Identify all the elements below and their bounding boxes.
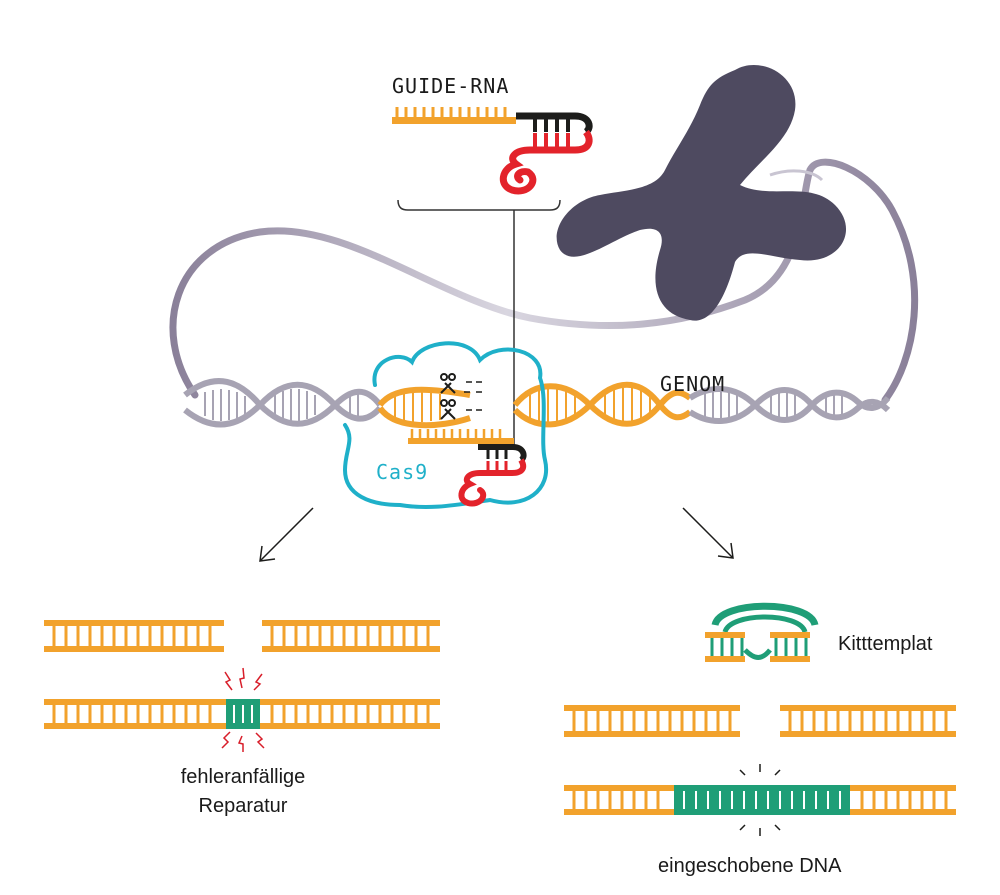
- scissors-icon: [440, 373, 456, 420]
- inserted-dna-label: eingeschobene DNA: [658, 855, 842, 877]
- template-label: Kitttemplat: [838, 633, 933, 655]
- dna-inserted-right: [564, 785, 956, 815]
- helix-orange-rungs: [394, 388, 651, 425]
- helix-grey-right-rungs: [704, 390, 875, 420]
- chromosome-icon: [556, 64, 847, 321]
- helix-grey-left: [183, 378, 383, 428]
- guide-rna-graphic: [392, 107, 593, 195]
- error-sparks: [221, 667, 265, 752]
- repair-label-line1: fehleranfällige: [180, 766, 306, 788]
- dna-repaired-left: [44, 699, 440, 729]
- cas9-label: Cas9: [376, 460, 429, 484]
- helix-grey-left-rungs: [204, 389, 359, 421]
- bracket: [397, 199, 561, 450]
- helix-orange: [377, 381, 692, 429]
- cut-marks: [464, 381, 482, 411]
- insertion-marks: [739, 764, 781, 836]
- dna-broken-right: [564, 705, 956, 737]
- guide-rna-bound: [408, 429, 527, 507]
- chromosome-tail: [769, 169, 824, 182]
- guide-rna-label: GUIDE-RNA: [392, 74, 510, 98]
- cas9-protein-outline: [342, 341, 549, 510]
- arrow-down-right-icon: [682, 507, 734, 559]
- arrow-down-left-icon: [259, 507, 314, 562]
- genome-label: GENOM: [660, 372, 726, 396]
- dna-broken-left: [44, 620, 440, 652]
- repair-template: [705, 602, 819, 662]
- repair-label-line2: Reparatur: [198, 795, 288, 817]
